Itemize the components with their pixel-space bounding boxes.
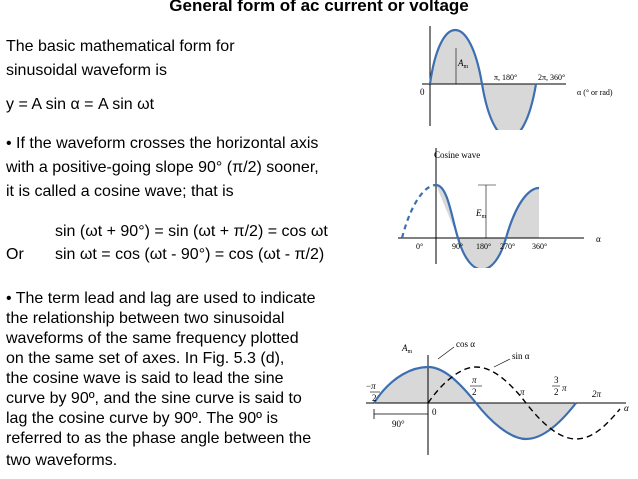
- bullet-2-line-2: the relationship between two sinusoidal: [6, 310, 285, 327]
- cosine-tick-180: 180°: [476, 242, 491, 251]
- sine-2pi-label: 2π, 360°: [538, 73, 565, 82]
- cosine-curve: [435, 183, 540, 268]
- pi-label: π: [520, 387, 525, 397]
- neg-half-pi-den: 2: [372, 393, 377, 403]
- phase-origin-label: 0: [432, 407, 437, 417]
- cos-curve: [373, 365, 577, 441]
- main-equation: y = A sin α = A sin ωt: [6, 96, 155, 113]
- cosine-tick-360: 360°: [532, 242, 547, 251]
- bullet-2-line-1: • The term lead and lag are used to indi…: [6, 290, 316, 307]
- sine-axis-label: α (° or rad): [577, 88, 613, 97]
- sine-curve: [428, 28, 538, 130]
- cosine-identity: sin (ωt + 90°) = sin (ωt + π/2) = cos ωt: [55, 223, 328, 240]
- half-pi-den: 2: [472, 387, 477, 397]
- bullet-2-line-8: referred to as the phase angle between t…: [6, 430, 312, 447]
- sin-label-pointer: [493, 358, 511, 368]
- phase-shade-2: [476, 403, 576, 439]
- bullet-2-line-6: curve by 90º, and the sine curve is said…: [6, 390, 302, 407]
- cosine-axis-label: α: [596, 234, 601, 244]
- intro-line-2: sinusoidal waveform is: [6, 62, 167, 79]
- cosine-wave-title: Cosine wave: [434, 150, 480, 160]
- cosine-wave-figure: Em Cosine wave 0° 90° 180° 270° 360° α: [398, 148, 601, 268]
- cosine-dashed-lead: [400, 183, 437, 239]
- bullet-1-line-2: with a positive-going slope 90° (π/2) so…: [6, 159, 319, 176]
- bullet-1-line-1: • If the waveform crosses the horizontal…: [6, 135, 319, 152]
- bullet-2-line-5: the cosine wave is said to lead the sine: [6, 370, 284, 387]
- three-half-num: 3: [554, 375, 559, 385]
- sine-amplitude-label: Am: [457, 58, 469, 70]
- half-pi-num: π: [472, 375, 477, 385]
- sine-pi-label: π, 180°: [494, 73, 517, 82]
- phase-shade-1: [374, 367, 476, 403]
- phase-amplitude-label: Am: [401, 343, 413, 355]
- bullet-2-line-9: two waveforms.: [6, 452, 118, 469]
- cosine-shade-3: [506, 188, 539, 238]
- or-label: Or: [6, 246, 24, 263]
- cosine-amplitude-label: Em: [475, 208, 487, 220]
- cosine-tick-90: 90°: [452, 242, 463, 251]
- cosine-shade-2: [458, 238, 506, 268]
- cosine-shade-1: [436, 185, 458, 238]
- cosine-tick-0: 0°: [416, 242, 423, 251]
- two-pi-label: 2π: [592, 389, 602, 399]
- phase-comparison-figure: Am cos α sin α −π 2 π 2 π 3 2 π 2π α 0 9…: [366, 339, 629, 455]
- bullet-2-line-3: waveforms of the same frequency plotted: [6, 330, 299, 347]
- cos-label-pointer: [437, 346, 455, 360]
- phase-alpha-label: α: [624, 403, 629, 413]
- sine-identity: sin ωt = cos (ωt - 90°) = cos (ωt - π/2): [55, 246, 325, 263]
- sin-curve-dashed: [427, 366, 621, 440]
- slide-title: General form of ac current or voltage: [169, 0, 469, 15]
- sine-wave-figure: Am 0 π, 180° 2π, 360° α (° or rad): [420, 26, 613, 130]
- neg-half-pi-label: −π: [366, 381, 376, 391]
- three-half-pi: π: [562, 383, 567, 393]
- cosine-tick-270: 270°: [500, 242, 515, 251]
- phase-90-label: 90°: [392, 419, 405, 429]
- sine-negative-shade: [482, 84, 536, 130]
- intro-line-1: The basic mathematical form for: [6, 38, 235, 55]
- cos-label: cos α: [456, 339, 475, 349]
- bullet-1-line-3: it is called a cosine wave; that is: [6, 183, 234, 200]
- three-half-den: 2: [554, 387, 559, 397]
- bullet-2-line-4: on the same set of axes. In Fig. 5.3 (d)…: [6, 350, 285, 367]
- sin-label: sin α: [512, 351, 530, 361]
- bullet-2-line-7: lag the cosine curve by 90º. The 90º is: [6, 410, 278, 427]
- sine-origin-label: 0: [420, 87, 425, 97]
